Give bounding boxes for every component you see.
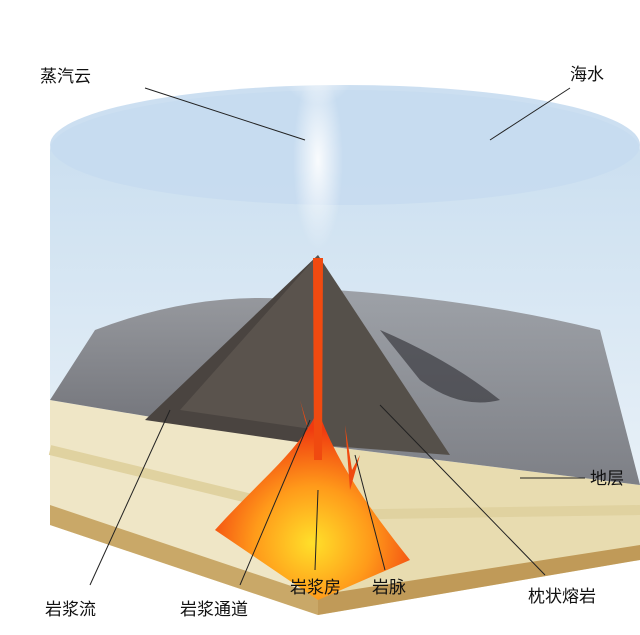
seawater-surface <box>50 85 640 205</box>
volcano-cone-right <box>318 255 450 455</box>
label-steam-cloud: 蒸汽云 <box>40 67 91 87</box>
magma-conduit <box>313 258 323 460</box>
label-magma-chamber: 岩浆房 <box>290 578 341 598</box>
dike <box>300 400 360 490</box>
label-magma-conduit: 岩浆通道 <box>180 600 248 620</box>
label-strata: 地层 <box>590 469 624 489</box>
label-seawater: 海水 <box>570 65 604 85</box>
magma-chamber <box>215 410 410 600</box>
label-pillow-lava: 枕状熔岩 <box>528 587 596 607</box>
label-lava-flow: 岩浆流 <box>45 600 96 620</box>
steam-cloud <box>278 15 358 105</box>
strata-left-face <box>50 400 318 615</box>
label-dike: 岩脉 <box>372 578 406 598</box>
